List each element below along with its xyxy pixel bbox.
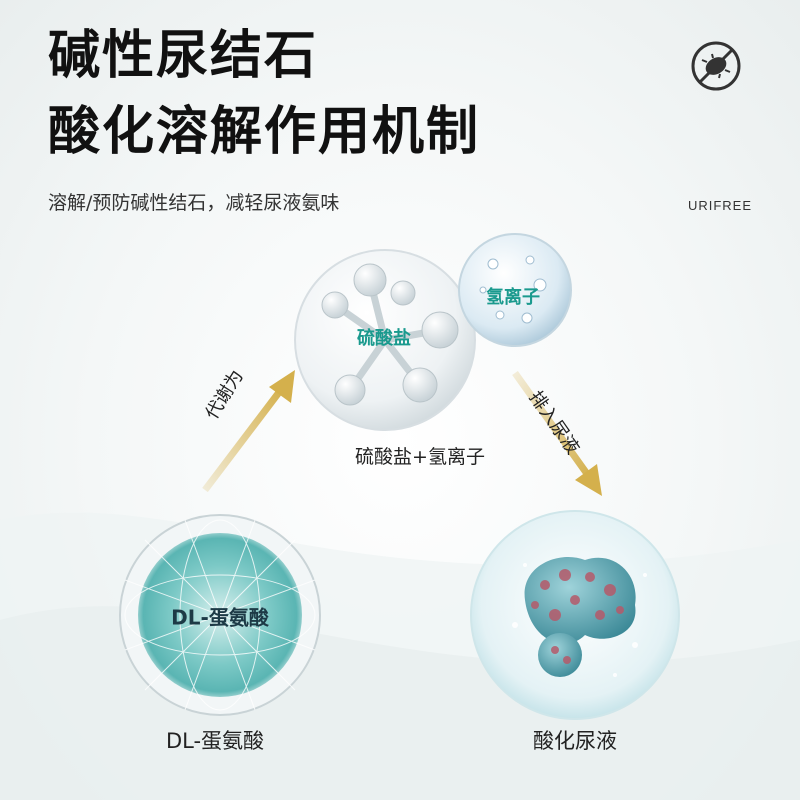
page-subtitle: 溶解/预防碱性结石，减轻尿液氨味 [48, 188, 339, 215]
brand-name: URIFREE [688, 198, 752, 213]
page-title-line2: 酸化溶解作用机制 [48, 106, 480, 158]
acidified-urine-sphere [465, 505, 685, 725]
center-caption: 硫酸盐+氢离子 [355, 442, 485, 469]
metabolize-arrow [195, 365, 305, 495]
sulfate-inner-label: 硫酸盐 [357, 324, 411, 350]
methionine-inner-label: DL-蛋氨酸 [171, 602, 269, 631]
page-title-line1: 碱性尿结石 [48, 30, 318, 82]
methionine-caption: DL-蛋氨酸 [166, 725, 264, 755]
hydrogen-ion-label: 氢离子 [486, 283, 540, 309]
no-germ-icon [690, 40, 742, 92]
acidified-urine-caption: 酸化尿液 [533, 725, 617, 755]
